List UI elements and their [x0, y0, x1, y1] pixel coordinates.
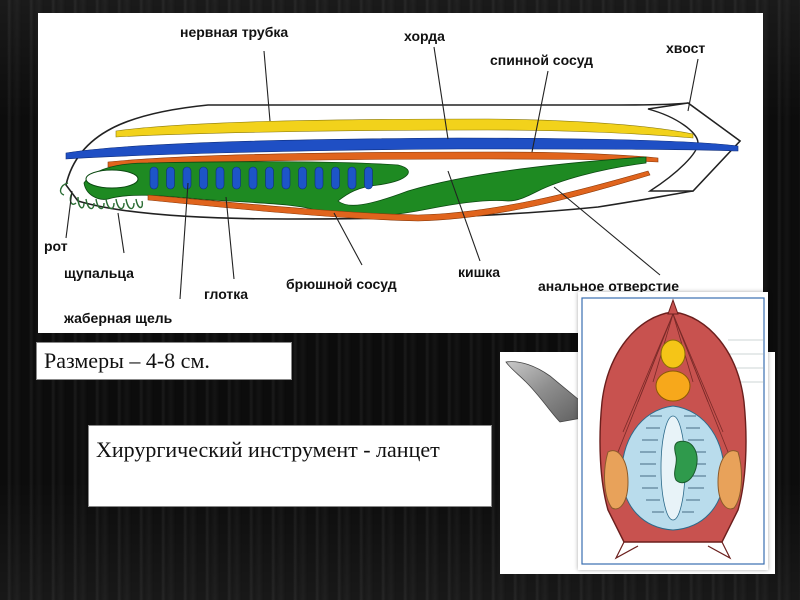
- gill-slit: [315, 167, 323, 189]
- gill-slit: [282, 167, 290, 189]
- label-pharynx: глотка: [204, 286, 248, 302]
- label-gill-slit: жаберная щель: [63, 310, 173, 326]
- instrument-caption: Хирургический инструмент - ланцет: [88, 425, 492, 507]
- gill-slit: [332, 167, 340, 189]
- label-neural-tube: нервная трубка: [180, 24, 288, 40]
- label-dorsal-vessel: спинной сосуд: [490, 52, 593, 68]
- gill-slit: [183, 167, 191, 189]
- neural-tube-section: [661, 340, 685, 368]
- label-ventral-vessel: брюшной сосуд: [286, 276, 397, 292]
- cross-section-svg: [578, 292, 768, 570]
- cross-section-drawing: [578, 292, 768, 570]
- gill-slit: [150, 167, 158, 189]
- lancet-blade: [506, 362, 588, 422]
- gill-slit: [365, 167, 373, 189]
- label-notochord: хорда: [404, 28, 445, 44]
- label-intestine: кишка: [458, 264, 500, 280]
- label-mouth: рот: [44, 238, 68, 254]
- gill-slit: [299, 167, 307, 189]
- mouth-cavity: [86, 170, 138, 188]
- label-tentacles: щупальца: [64, 265, 134, 281]
- label-tail: хвост: [666, 40, 705, 56]
- gill-slit: [266, 167, 274, 189]
- lancelet-diagram: нервная трубка хорда спинной сосуд хвост…: [38, 13, 763, 333]
- size-caption: Размеры – 4-8 см.: [36, 342, 292, 380]
- lancelet-diagram-svg: нервная трубка хорда спинной сосуд хвост…: [38, 13, 763, 333]
- gill-slit: [249, 167, 257, 189]
- gill-slit: [167, 167, 175, 189]
- notochord-section: [656, 371, 690, 401]
- gill-slit: [216, 167, 224, 189]
- gill-slit: [233, 167, 241, 189]
- gill-slit: [200, 167, 208, 189]
- gill-slit: [348, 167, 356, 189]
